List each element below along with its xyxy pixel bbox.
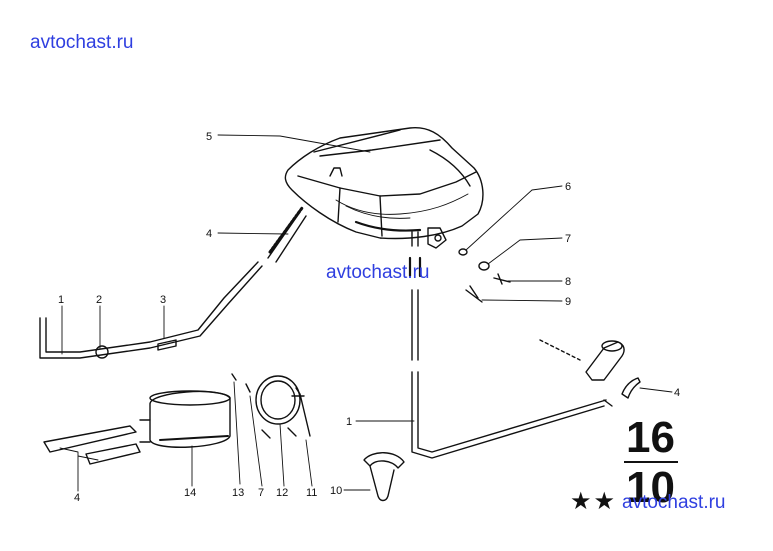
hose-clip-part-4 (621, 377, 641, 399)
callout-c7a: 7 (565, 233, 571, 245)
callout-c14: 14 (184, 487, 196, 499)
callout-c1b: 1 (346, 416, 352, 428)
charcoal-canister-part-5 (284, 127, 484, 249)
callout-c9: 9 (565, 296, 571, 308)
callout-c11: 11 (306, 487, 317, 499)
screw-part-13 (231, 373, 237, 381)
connector-part-3 (157, 339, 177, 351)
group-number-divider (624, 461, 678, 463)
vent-line-part-1-lower (408, 256, 613, 459)
fuel-filter-part-14 (139, 390, 231, 448)
callout-c4b: 4 (674, 387, 680, 399)
washer-part-7-lower (245, 383, 251, 393)
star-rating-marks: ★★ (570, 487, 618, 515)
washer-part-7 (478, 261, 490, 271)
callout-c2: 2 (96, 294, 102, 306)
callout-c12: 12 (276, 487, 288, 499)
group-number-bottom: 10 (626, 463, 675, 512)
screw-part-8 (493, 273, 511, 285)
watermark-top: avtochast.ru (30, 32, 134, 53)
callout-c6: 6 (565, 181, 571, 193)
hose-part-4-upper (267, 206, 307, 263)
clip-part-10 (363, 452, 405, 502)
watermark-bottom: avtochast.ru (622, 492, 726, 513)
callout-c7b: 7 (258, 487, 264, 499)
group-number-top: 16 (626, 413, 675, 462)
callout-c10: 10 (330, 485, 342, 497)
callout-c5: 5 (206, 131, 212, 143)
bolt-part-9 (465, 285, 483, 303)
fasteners-parts-6-9 (458, 248, 511, 303)
callout-c4a: 4 (206, 228, 212, 240)
callout-c8: 8 (565, 276, 571, 288)
clamp-part-12 (255, 375, 305, 439)
vent-line-part-1 (39, 261, 263, 359)
callout-c3: 3 (160, 294, 166, 306)
connector-part-2 (95, 345, 109, 359)
hoses-part-4-lower (43, 425, 141, 465)
callout-c1a: 1 (58, 294, 64, 306)
washer-part-6 (458, 248, 468, 256)
hose-part-4-right (539, 339, 641, 399)
watermark-middle: avtochast.ru (326, 262, 430, 283)
screw-part-11 (295, 387, 311, 437)
callout-c13: 13 (232, 487, 244, 499)
callout-c4c: 4 (74, 492, 80, 504)
